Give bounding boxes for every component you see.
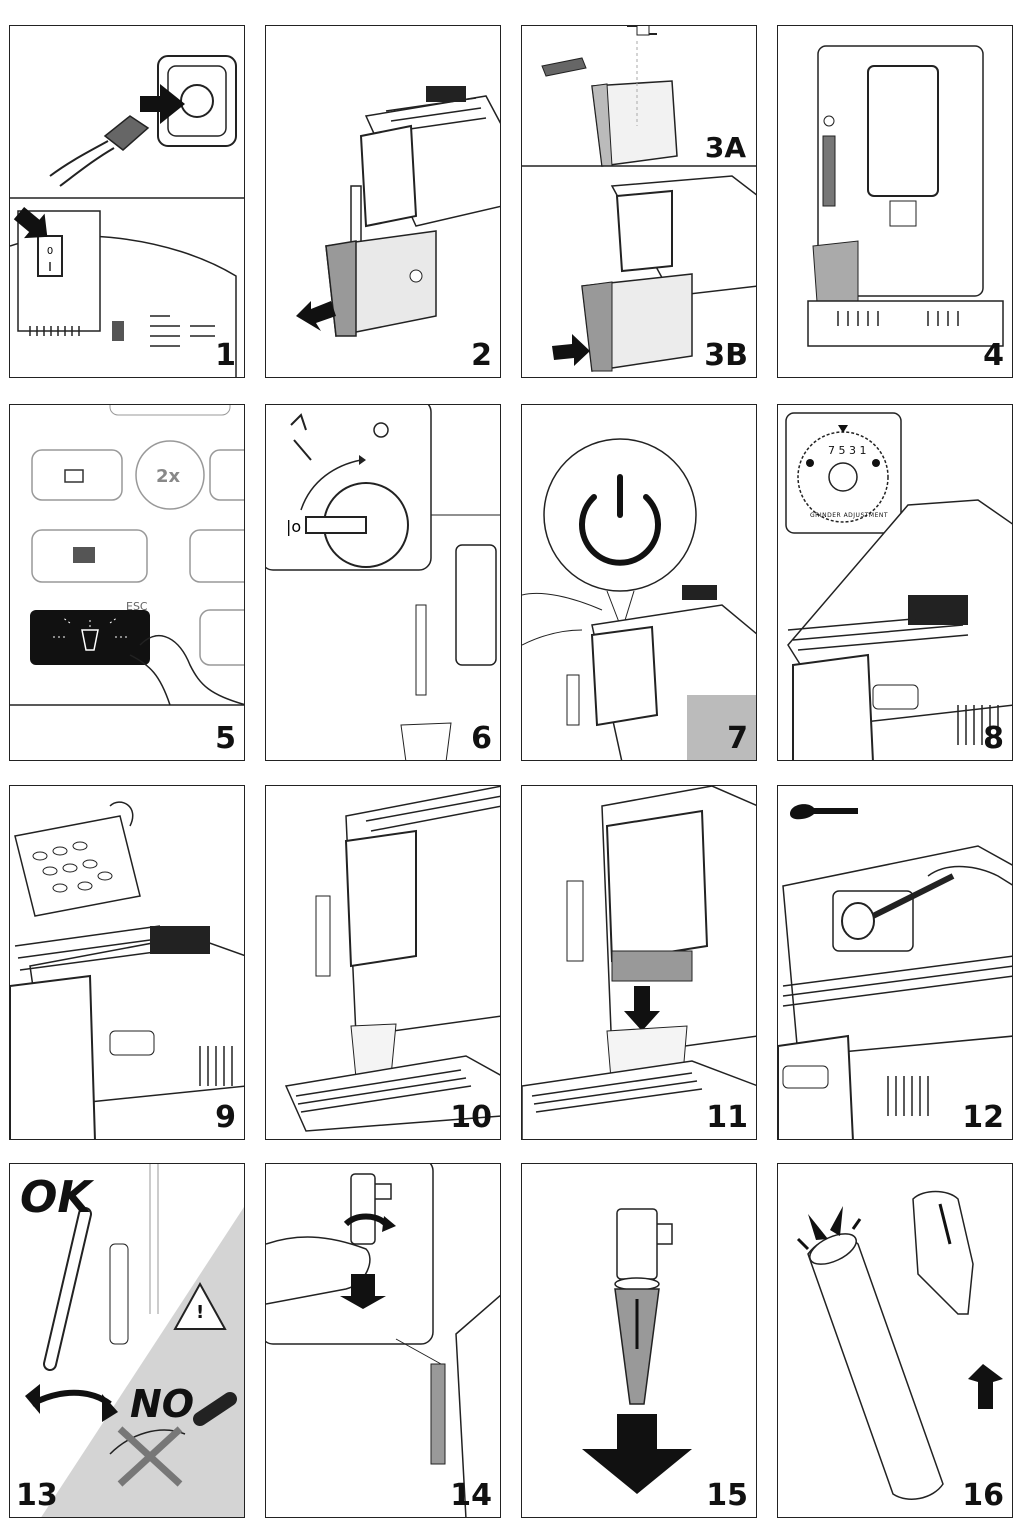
spout-lower-illustration	[522, 786, 756, 1139]
panel-step-2: 2	[265, 25, 501, 378]
panel-step-3: 3A 3B	[521, 25, 757, 378]
step-number: 7	[727, 721, 748, 756]
panel-step-10: 10	[265, 785, 501, 1140]
step-number: 8	[983, 721, 1004, 756]
panel-step-9: 9	[9, 785, 245, 1140]
panel-step-12: 12	[777, 785, 1013, 1140]
arrow-icon	[582, 1208, 692, 1494]
panel-step-5: 2x ESC 5	[9, 404, 245, 761]
panel-step-11: 11	[521, 785, 757, 1140]
svg-text:|o: |o	[286, 517, 301, 536]
step-number: 15	[706, 1478, 748, 1513]
panel-step-13: OK NO ! 13	[9, 1163, 245, 1518]
control-panel-illustration	[10, 405, 244, 706]
machine-front-illustration	[807, 45, 1004, 347]
no-label: NO	[130, 1382, 195, 1426]
esc-label: ESC	[126, 600, 148, 613]
step-number: 11	[706, 1100, 748, 1135]
svg-text:0: 0	[47, 246, 53, 257]
panel-step-1: 0 1	[9, 25, 245, 378]
ok-label: OK	[20, 1172, 92, 1223]
panel-step-7: 7	[521, 404, 757, 761]
power-icon	[522, 438, 756, 760]
step-number: 5	[215, 721, 236, 756]
grinder-dial-icon	[785, 412, 1012, 760]
warning-mark: !	[196, 1302, 205, 1323]
cup-under-spout-illustration	[284, 786, 500, 1132]
steam-nozzle-removal-illustration	[266, 1164, 500, 1517]
beans-illustration	[10, 801, 244, 1139]
warning-icon	[25, 1164, 244, 1517]
step-number: 12	[962, 1100, 1004, 1135]
water-tank-illustration	[522, 26, 756, 372]
panel-step-15: 15	[521, 1163, 757, 1518]
dial-text: GRINDER ADJUSTMENT	[810, 512, 889, 519]
step-number: 14	[450, 1478, 492, 1513]
nozzle-reassembly-illustration	[796, 1190, 1003, 1500]
panel-step-14: 14	[265, 1163, 501, 1518]
button-2x-label: 2x	[156, 466, 181, 487]
panel-step-8: 7 5 3 1 GRINDER ADJUSTMENT 8	[777, 404, 1013, 761]
panel-step-16: 16	[777, 1163, 1013, 1518]
step-number: 2	[471, 338, 492, 373]
step-number-3b: 3B	[704, 338, 748, 373]
step-number: 13	[16, 1478, 58, 1513]
step-number: 16	[962, 1478, 1004, 1513]
step-number: 4	[983, 338, 1004, 373]
step-number: 6	[471, 721, 492, 756]
steam-icon: |o	[266, 405, 500, 760]
machine-illustration	[296, 86, 500, 337]
dial-numbers: 7 5 3 1	[828, 444, 867, 457]
step-number: 10	[450, 1100, 492, 1135]
plug-icon: 0	[10, 55, 244, 377]
step-number: 9	[215, 1100, 236, 1135]
panel-step-4: 4	[777, 25, 1013, 378]
step-number-3a: 3A	[704, 131, 746, 164]
ground-coffee-scoop-illustration	[778, 804, 1012, 1139]
step-number: 1	[215, 338, 236, 373]
panel-step-6: |o 6	[265, 404, 501, 761]
